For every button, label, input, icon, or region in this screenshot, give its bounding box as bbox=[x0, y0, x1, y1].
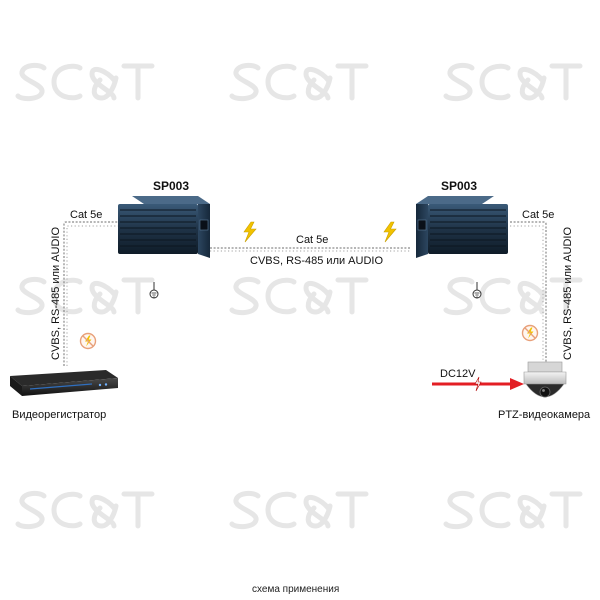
lightning-icon bbox=[383, 221, 397, 243]
recorder-label: Видеорегистратор bbox=[12, 409, 106, 421]
watermark-logo bbox=[446, 493, 580, 526]
watermark-logo bbox=[446, 65, 580, 98]
ground-icon bbox=[149, 281, 159, 299]
watermark-logo bbox=[232, 65, 366, 98]
watermark-logo bbox=[232, 493, 366, 526]
right-sp003-unit bbox=[415, 195, 509, 259]
camera-label: PTZ-видеокамера bbox=[498, 409, 591, 421]
lightning-icon bbox=[243, 221, 257, 243]
left-cable-signal: CVBS, RS-485 или AUDIO bbox=[50, 227, 62, 360]
power-arrow-icon bbox=[432, 376, 524, 392]
right-cable-type: Cat 5e bbox=[522, 209, 554, 221]
middle-cable-signal: CVBS, RS-485 или AUDIO bbox=[250, 255, 383, 267]
watermark-logos bbox=[18, 65, 580, 526]
left-cable-type: Cat 5e bbox=[70, 209, 102, 221]
middle-cable bbox=[210, 247, 410, 252]
power-label: DC12V bbox=[440, 368, 476, 380]
no-lightning-icon bbox=[79, 332, 97, 350]
right-unit-label: SP003 bbox=[441, 179, 477, 193]
right-cable-signal: CVBS, RS-485 или AUDIO bbox=[562, 227, 574, 360]
diagram-caption: схема применения bbox=[252, 584, 339, 595]
no-lightning-icon bbox=[521, 324, 539, 342]
dvr-recorder bbox=[10, 370, 118, 396]
left-unit-label: SP003 bbox=[153, 179, 189, 193]
ground-icon bbox=[472, 281, 482, 299]
ptz-camera bbox=[523, 361, 567, 398]
watermark-logo bbox=[446, 279, 580, 312]
left-cable bbox=[63, 221, 118, 366]
watermark-logo bbox=[232, 279, 366, 312]
middle-cable-type: Cat 5e bbox=[296, 234, 328, 246]
right-cable bbox=[510, 221, 547, 362]
watermark-logo bbox=[18, 279, 152, 312]
left-sp003-unit bbox=[117, 195, 211, 259]
watermark-logo bbox=[18, 493, 152, 526]
watermark-logo bbox=[18, 65, 152, 98]
